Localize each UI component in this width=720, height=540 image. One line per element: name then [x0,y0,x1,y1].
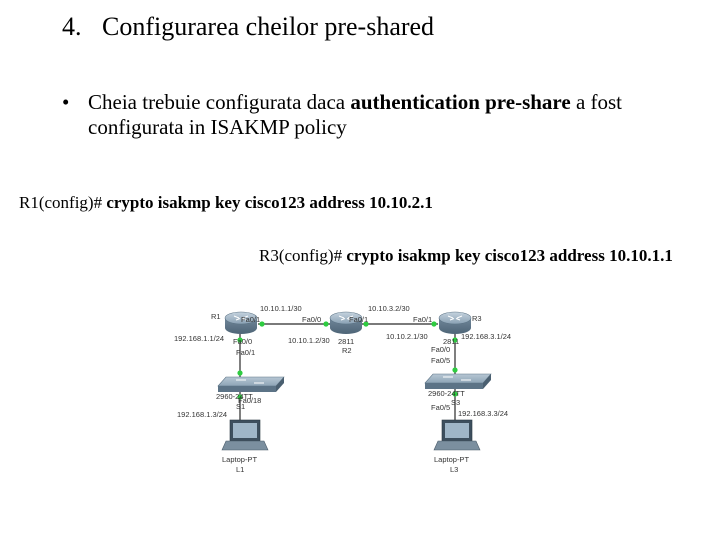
label-s3: S3 [451,398,460,407]
slide-number: 4. [62,12,82,41]
bullet-text-pre: Cheia trebuie configurata daca [88,90,351,114]
label-r3-fa01: Fa0/1 [413,315,432,324]
label-s3-fa05: Fa0/5 [431,356,450,365]
status-dot [323,321,329,327]
label-pc3-model: Laptop-PT [434,455,469,464]
label-s1: S1 [236,402,245,411]
label-r2: R2 [342,346,352,355]
status-dot [259,321,265,327]
router-r1-icon [224,311,258,334]
switch-s1-icon [217,376,285,392]
laptop-l3-icon [433,419,481,451]
status-dot [237,337,243,343]
label-pc1-model: Laptop-PT [222,455,257,464]
label-r1-fa01: Fa0/1 [241,315,260,324]
bullet-text-bold: authentication pre-share [350,90,571,114]
label-l3: L3 [450,465,458,474]
command-r1-text: crypto isakmp key cisco123 address 10.10… [106,193,433,212]
status-dot [363,321,369,327]
router-r3-icon [438,311,472,334]
command-r3: R3(config)# crypto isakmp key cisco123 a… [259,246,673,266]
status-dot [452,367,458,373]
status-dot [237,394,243,400]
command-r3-text: crypto isakmp key cisco123 address 10.10… [346,246,673,265]
router-r2-icon [329,311,363,334]
label-s1-port: Fa0/18 [238,396,261,405]
label-s1-fa01: Fa0/1 [236,348,255,357]
status-dot [237,370,243,376]
command-r1-prompt: R1(config)# [19,193,107,212]
laptop-l1-icon [221,419,269,451]
label-r2-model: 2811 [338,337,354,346]
label-ip-r2-left: 10.10.1.2/30 [288,336,330,345]
label-lan3: 192.168.3.1/24 [461,332,511,341]
switch-s3-icon [424,373,492,389]
label-lan1: 192.168.1.1/24 [174,334,224,343]
label-r2-fa00: Fa0/0 [302,315,321,324]
label-ip-r3-right: 10.10.2.1/30 [386,332,428,341]
label-pc1-ip: 192.168.1.3/24 [177,410,227,419]
status-dot [431,321,437,327]
label-s3-model: 2960-24TT [428,389,465,398]
command-r3-prompt: R3(config)# [259,246,347,265]
bullet-text: Cheia trebuie configurata daca authentic… [88,90,708,140]
label-r3-model: 2811 [443,337,459,346]
label-net-r2-r3: 10.10.3.2/30 [368,304,410,313]
label-l1: L1 [236,465,244,474]
status-dot [452,337,458,343]
bullet-dot: • [62,90,70,114]
label-r3-fa00: Fa0/0 [431,345,450,354]
command-r1: R1(config)# crypto isakmp key cisco123 a… [19,193,433,213]
slide-title-text: Configurarea cheilor pre-shared [102,12,435,41]
slide-title: 4. Configurarea cheilor pre-shared [62,12,434,42]
label-r3: R3 [472,314,482,323]
status-dot [452,391,458,397]
label-r2-fa01: Fa0/1 [349,315,368,324]
label-net-r1-r2: 10.10.1.1/30 [260,304,302,313]
label-s1-model: 2960-24TT [216,392,253,401]
topology-labels: R1 Fa0/1 10.10.1.1/30 Fa0/0 Fa0/1 10.10.… [174,304,511,474]
label-pc3-ip: 192.168.3.3/24 [458,409,508,418]
label-r1-fa00: Fa0/0 [233,337,252,346]
label-r1: R1 [211,312,221,321]
label-s3-port: Fa0/5 [431,403,450,412]
bullet-text-post: a fost configurata in ISAKMP policy [88,90,623,139]
